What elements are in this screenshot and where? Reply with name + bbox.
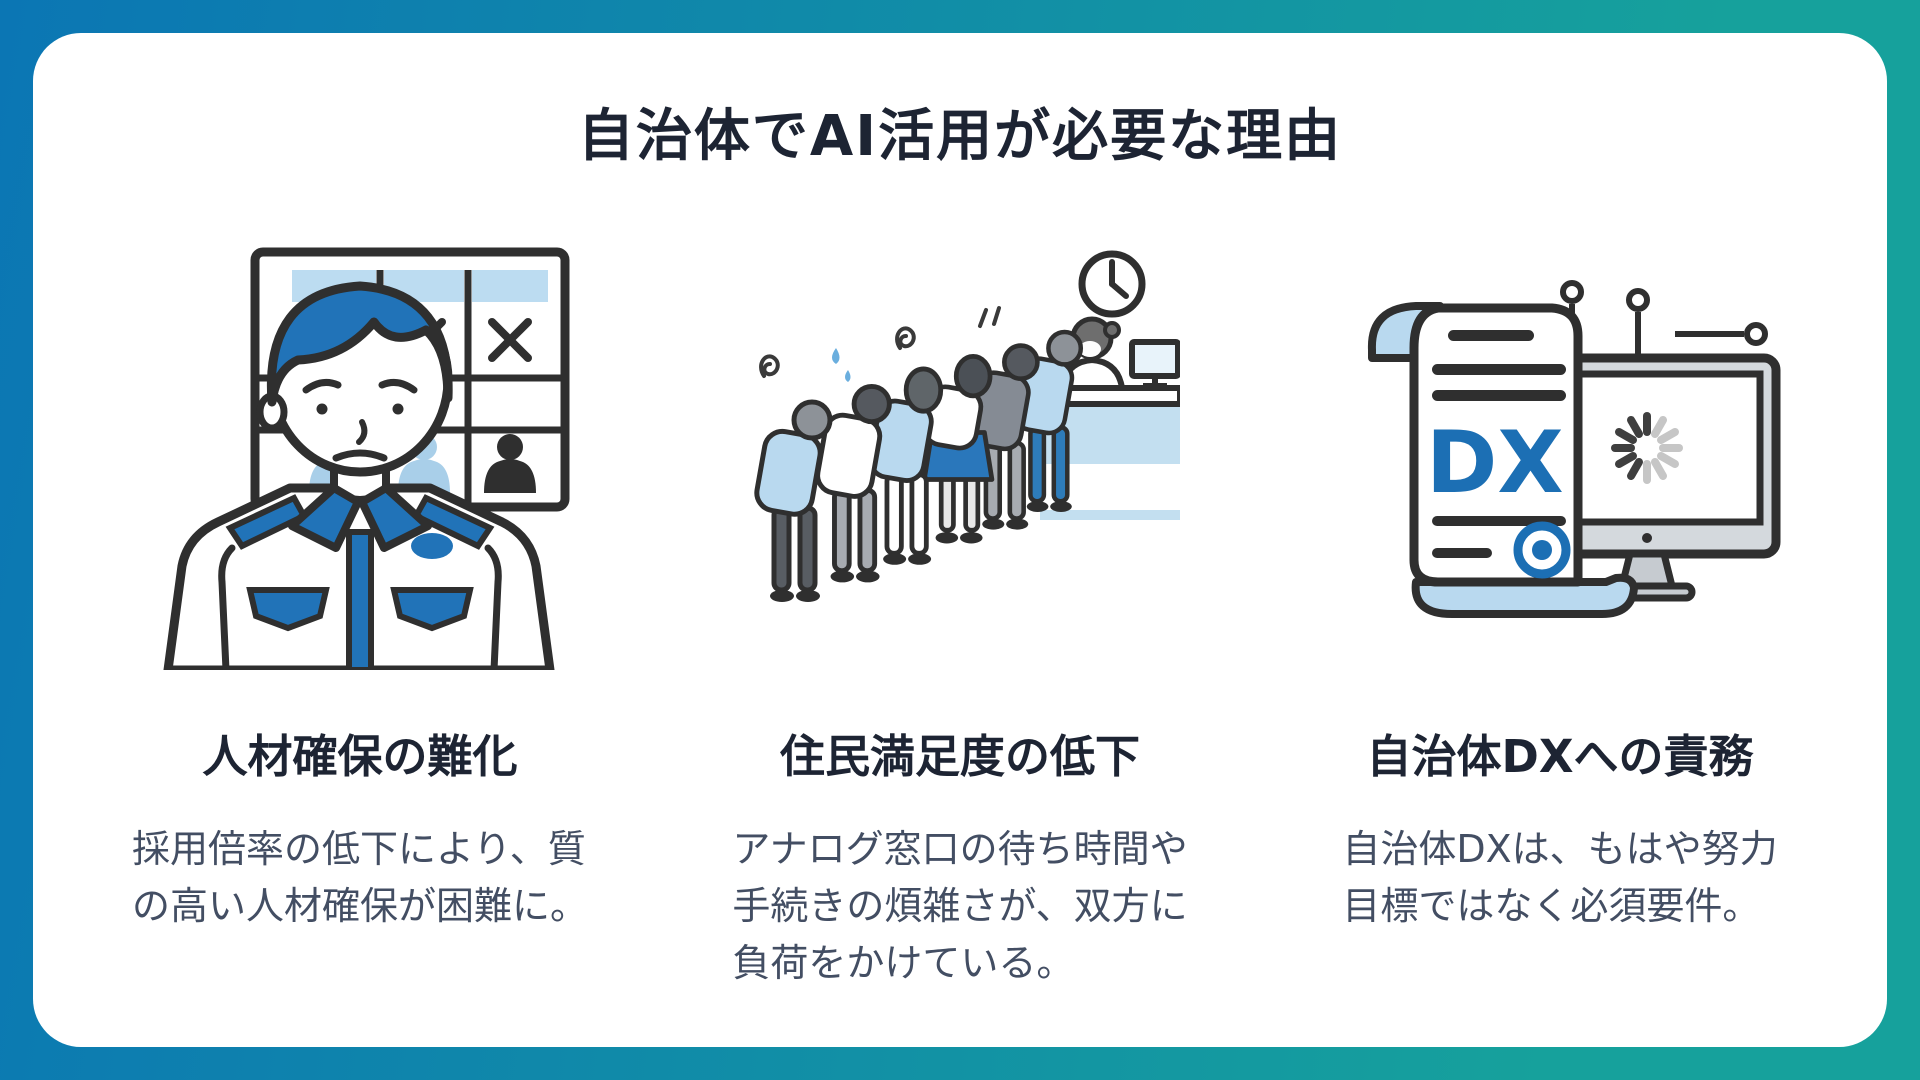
worried-worker-illustration [130,230,590,670]
worker-face [302,378,418,462]
column-body: 採用倍率の低下により、質 の高い人材確保が困難に。 [131,827,588,928]
dx-document-monitor-illustration: DX [1320,230,1800,670]
reason-column-talent: 人材確保の難化 採用倍率の低下により、質 の高い人材確保が困難に。 [80,230,640,992]
counter-staff [1058,316,1126,391]
column-heading: 自治体DXへの責務 [1366,730,1754,783]
reason-column-satisfaction: 住民満足度の低下 アナログ窓口の待ち時間や 手続きの煩雑さが、双方に 負荷をかけ… [680,230,1240,992]
sweat-drops [832,348,851,382]
queued-person [815,383,892,583]
queued-person [754,399,833,602]
dx-label: DX [1426,413,1564,513]
dx-document-monitor-svg: DX [1367,280,1781,618]
dx-document-scroll: DX [1367,302,1638,618]
page-title: 自治体でAI活用が必要な理由 [577,104,1343,169]
queue-at-counter-illustration [740,230,1180,670]
reason-column-dx: DX 自治体DXへの責務 自治体DXは、もはや努力 目標ではなく必須要件。 [1280,230,1840,992]
content-card: 自治体でAI活用が必要な理由 [33,33,1887,1047]
column-heading: 住民満足度の低下 [779,730,1140,783]
column-heading: 人材確保の難化 [202,730,518,783]
column-body: アナログ窓口の待ち時間や 手続きの煩雑さが、双方に 負荷をかけている。 [732,827,1188,985]
frustration-squiggles [759,306,1001,378]
worker-uniform [225,484,495,670]
clock-icon [1078,250,1146,318]
queue-at-counter-svg [754,250,1180,602]
queued-person [921,354,995,544]
document-text-lines [1432,330,1566,558]
worried-worker-svg [163,247,570,670]
document-seal [1513,521,1571,579]
loading-spinner-icon [1611,412,1683,484]
worker-hair [266,281,453,407]
queued-residents [754,329,1084,602]
queued-person [868,366,944,565]
reasons-grid: 人材確保の難化 採用倍率の低下により、質 の高い人材確保が困難に。 [80,230,1840,992]
worried-worker [163,281,555,670]
column-body: 自治体DXは、もはや努力 目標ではなく必須要件。 [1342,827,1778,928]
counter-monitor [1129,339,1180,388]
